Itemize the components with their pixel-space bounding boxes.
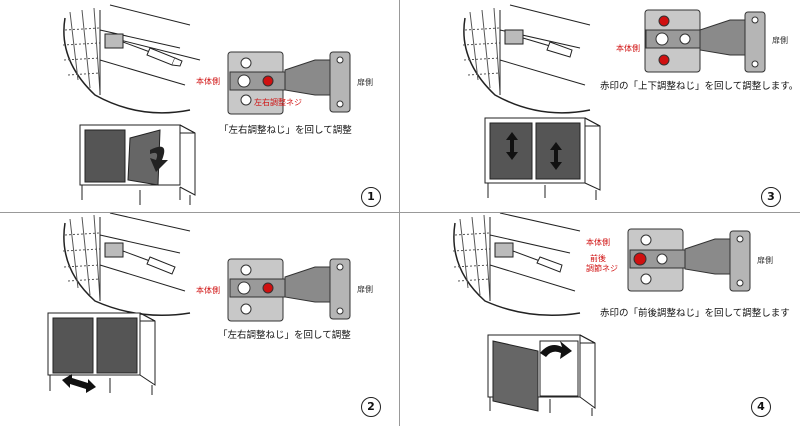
step-1-panel: 本体側 扉側 左右調整ネジ 「左右調整ねじ」を回して調整 1 <box>0 0 400 213</box>
depth-screw-label-line1: 前後 <box>590 254 606 263</box>
step-caption: 赤印の「上下調整ねじ」を回して調整します。 <box>600 81 799 92</box>
cabinet-drawing <box>487 334 596 416</box>
rotate-arrow <box>540 341 572 359</box>
step-number: 2 <box>361 397 381 417</box>
adjust-screw-label: 左右調整ネジ <box>254 98 302 107</box>
step-caption: 「左右調整ねじ」を回して調整 <box>219 125 352 136</box>
step-number: 1 <box>361 187 381 207</box>
cabinet-drawing <box>484 117 601 200</box>
step-3-panel: 本体側 扉側 赤印の「上下調整ねじ」を回して調整します。 3 <box>400 0 800 213</box>
step-3-illustration <box>462 4 766 200</box>
screwdriver <box>104 33 183 67</box>
door-side-label: 扉側 <box>357 285 373 294</box>
step-number: 4 <box>751 397 771 417</box>
depth-screw-label-line2: 調節ネジ <box>586 264 618 273</box>
closeup-circle <box>62 213 191 317</box>
hinge-diagram <box>227 51 351 115</box>
closeup-circle <box>62 4 201 114</box>
rotate-arrow <box>150 146 168 172</box>
hinge-diagram <box>227 258 351 322</box>
step-4-panel: 本体側 扉側 前後 調節ネジ 赤印の「前後調整ねじ」を回して調整します 4 <box>400 213 800 426</box>
body-side-label: 本体側 <box>196 286 220 295</box>
step-4-illustration <box>452 213 751 416</box>
door-side-label: 扉側 <box>757 256 773 265</box>
cabinet-drawing <box>47 312 156 395</box>
step-1-illustration <box>62 4 351 205</box>
step-caption: 「左右調整ねじ」を回して調整 <box>218 330 351 341</box>
screwdriver <box>104 242 176 275</box>
step-2-illustration <box>47 213 351 395</box>
up-down-arrows <box>506 132 562 170</box>
left-right-arrow <box>62 374 96 393</box>
closeup-circle <box>462 4 591 114</box>
step-number: 3 <box>761 187 781 207</box>
hinge-diagram <box>627 228 751 292</box>
cabinet-drawing <box>79 124 196 205</box>
step-2-panel: 本体側 扉側 「左右調整ねじ」を回して調整 2 <box>0 213 400 426</box>
step-caption: 赤印の「前後調整ねじ」を回して調整します <box>600 308 790 319</box>
screwdriver <box>494 242 563 273</box>
body-side-label: 本体側 <box>196 77 220 86</box>
screwdriver <box>504 29 573 58</box>
closeup-circle <box>452 213 581 317</box>
hinge-diagram <box>644 9 766 73</box>
body-side-label: 本体側 <box>586 238 610 247</box>
door-side-label: 扉側 <box>357 78 373 87</box>
door-side-label: 扉側 <box>772 36 788 45</box>
body-side-label: 本体側 <box>616 44 640 53</box>
